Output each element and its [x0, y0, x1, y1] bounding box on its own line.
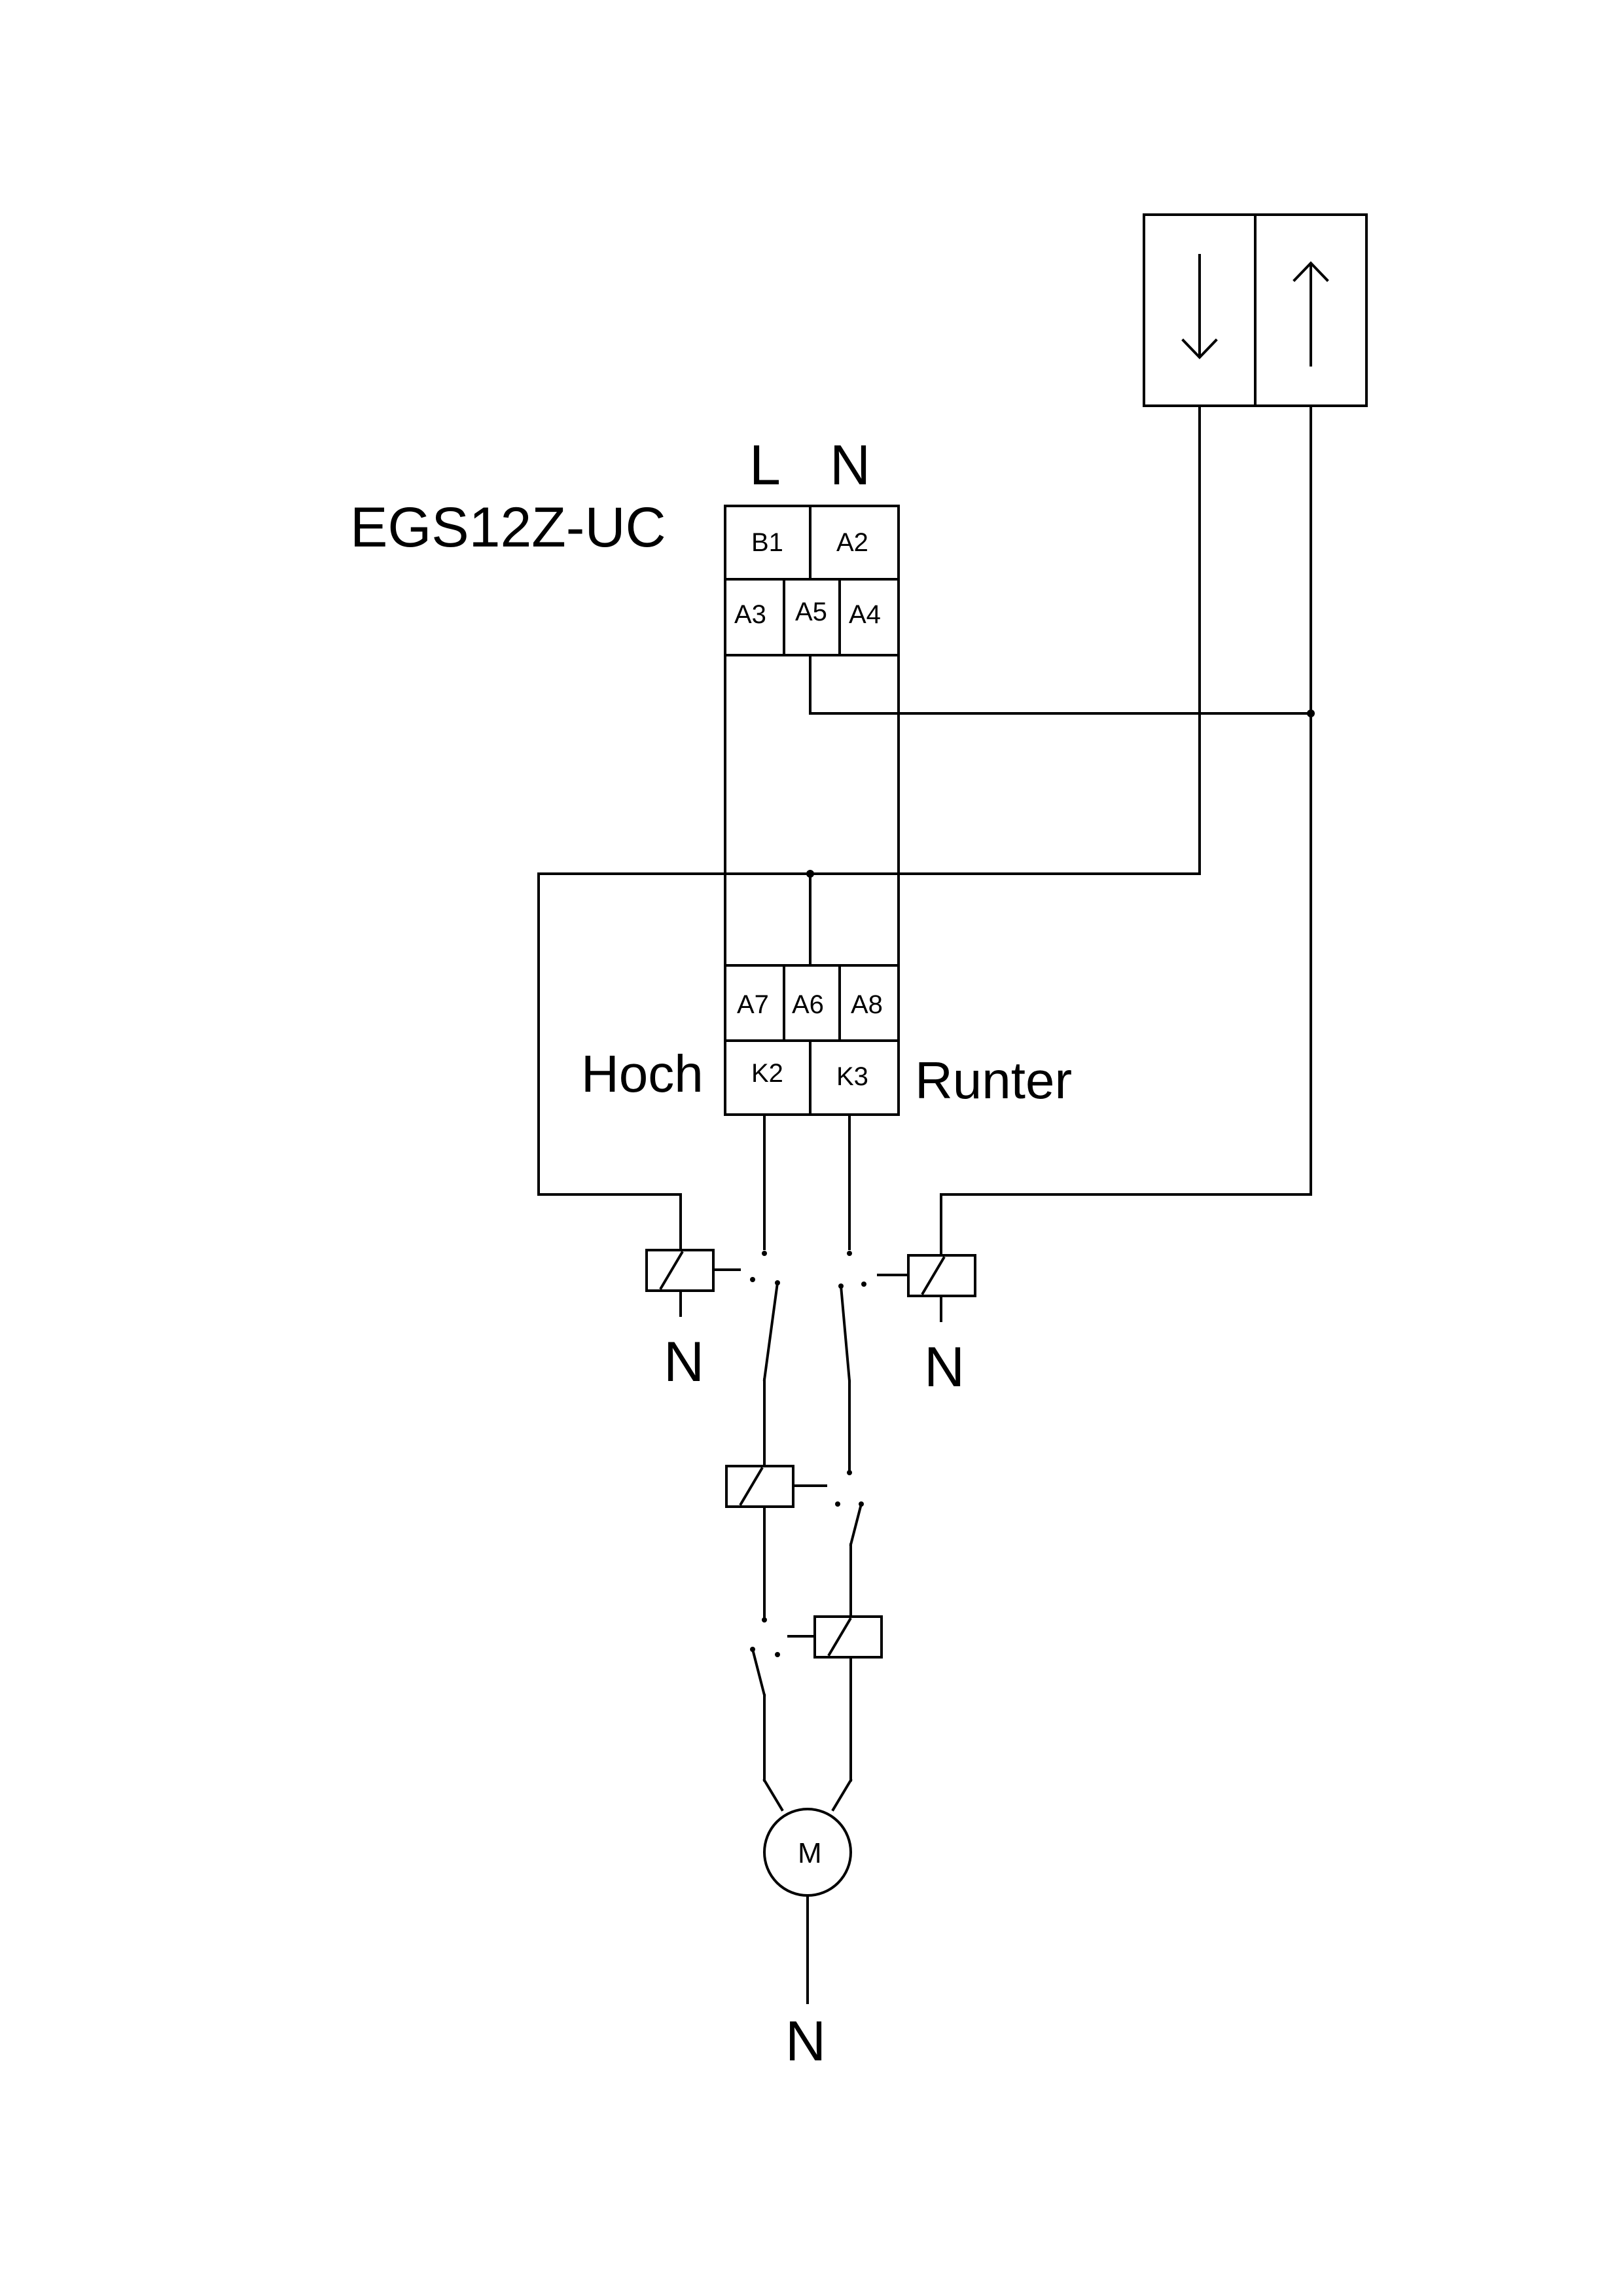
- interlock-relay-lower: [787, 1615, 883, 1659]
- supply-label-l: L: [749, 434, 781, 497]
- relay-right: [877, 1254, 976, 1322]
- terminal-label: A6: [792, 990, 824, 1019]
- terminal-label: A5: [795, 598, 827, 626]
- terminal-label: A3: [734, 600, 766, 629]
- pushbutton-unit: [1143, 213, 1368, 407]
- terminal-label: K2: [751, 1059, 783, 1088]
- neutral-label-relay-left: N: [664, 1331, 704, 1393]
- supply-label-n: N: [830, 434, 870, 497]
- terminal-label: A2: [836, 528, 868, 557]
- control-wiring: [537, 404, 1315, 1257]
- output-label-runter: Runter: [915, 1051, 1072, 1109]
- device-model-label: EGS12Z-UC: [350, 496, 666, 559]
- terminal-label: A7: [737, 990, 769, 1019]
- terminal-label: A4: [849, 600, 881, 629]
- interlock-relay-upper: [725, 1465, 827, 1508]
- neutral-label-relay-right: N: [924, 1336, 965, 1399]
- device-block: [724, 505, 900, 1116]
- output-label-hoch: Hoch: [581, 1045, 704, 1103]
- terminal-label: K3: [836, 1062, 868, 1091]
- motor-label: M: [798, 1837, 822, 1869]
- neutral-label-motor: N: [785, 2010, 826, 2073]
- arrow-down-icon: [1181, 254, 1218, 359]
- motor-switching-path: [750, 1113, 866, 1812]
- arrow-up-icon: [1293, 261, 1329, 367]
- terminal-label: A8: [851, 990, 883, 1019]
- terminal-label: B1: [751, 528, 783, 557]
- motor-symbol: M: [763, 1808, 852, 2004]
- relay-left: [645, 1249, 741, 1317]
